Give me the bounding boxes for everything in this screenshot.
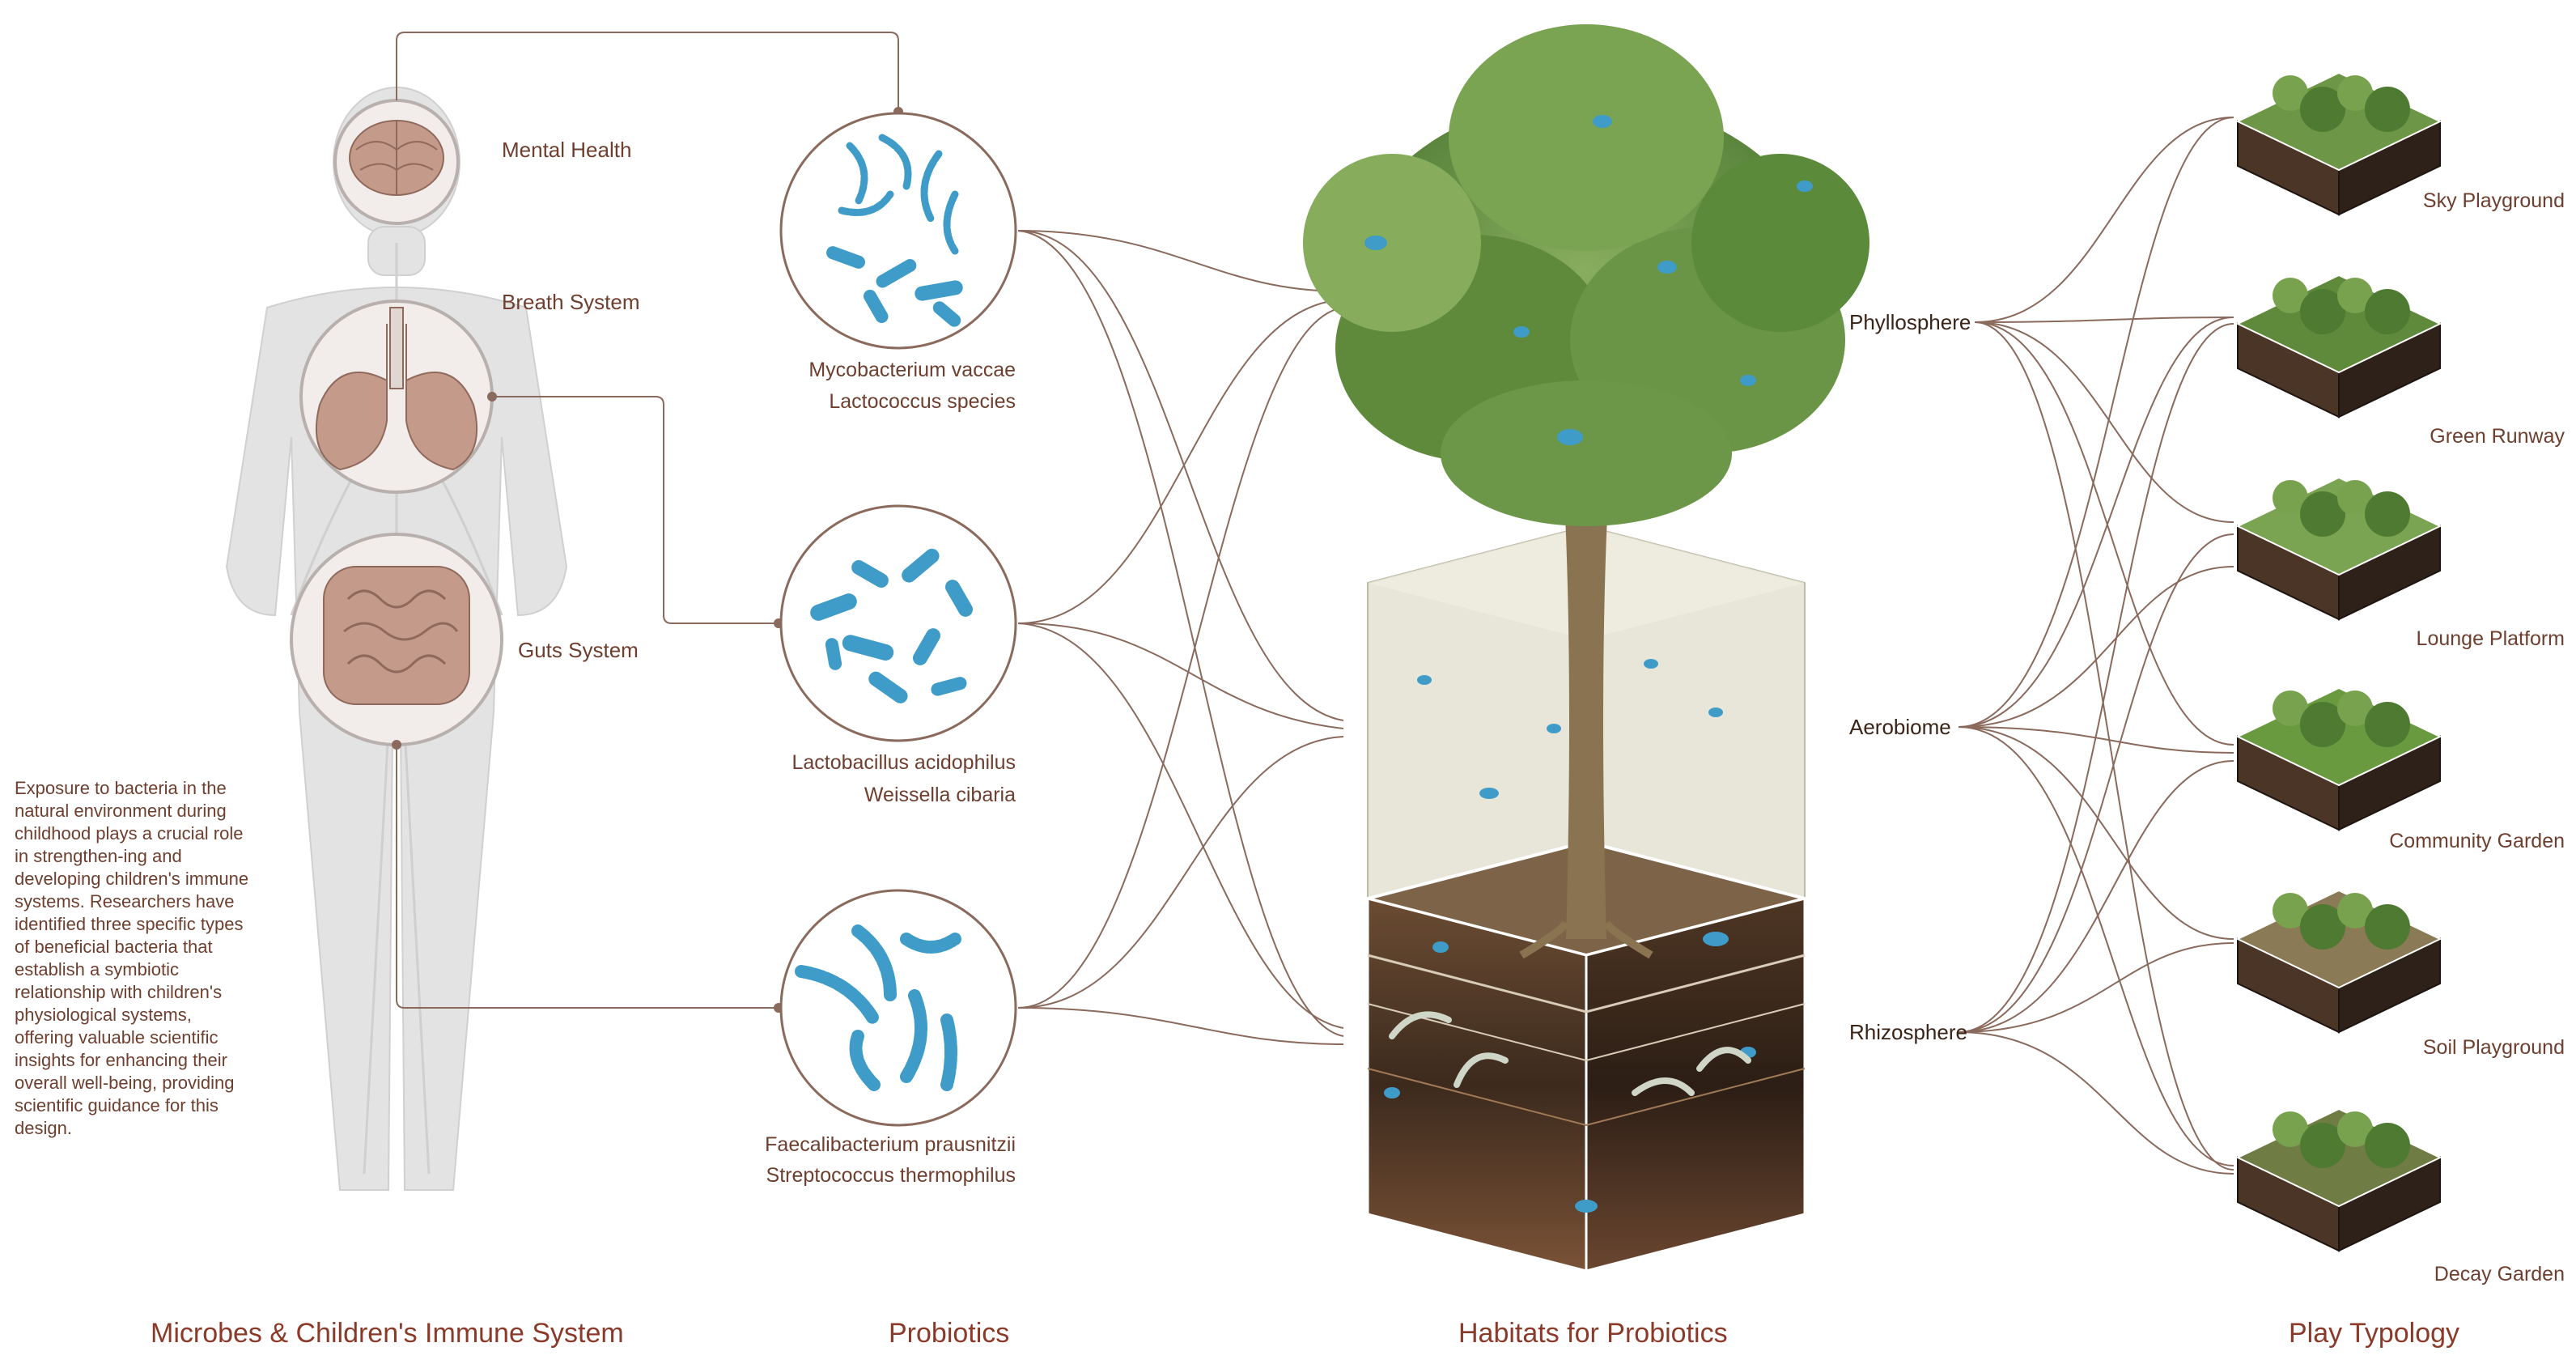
brain-icon (335, 100, 458, 223)
label-guts-system: Guts System (518, 638, 639, 663)
play-soil-playground: Soil Playground (2423, 1036, 2565, 1060)
soil-playground-block (2238, 890, 2440, 1032)
habitat-aerobiome: Aerobiome (1849, 715, 1951, 740)
label-mental-health: Mental Health (502, 138, 631, 163)
probiotic-3-name-1: Faecalibacterium prausnitzii (765, 1133, 1016, 1157)
tree-icon (2365, 289, 2410, 334)
tree-icon (2365, 904, 2410, 950)
lungs-icon (301, 301, 492, 492)
sky-playground-block (2238, 73, 2440, 215)
intestine-icon (291, 534, 502, 745)
probiotic-habitat-curves (1018, 231, 1343, 1044)
section-title-immune: Microbes & Children's Immune System (151, 1318, 624, 1349)
intro-paragraph: Exposure to bacteria in the natural envi… (15, 777, 249, 1140)
connector-dot (487, 392, 497, 402)
probiotic-2-name-1: Lactobacillus acidophilus (791, 751, 1016, 775)
play-lounge-platform: Lounge Platform (2417, 627, 2565, 651)
decay-garden-block (2238, 1109, 2440, 1251)
play-decay-garden: Decay Garden (2434, 1263, 2565, 1286)
probiotic-2-name-2: Weissella cibaria (864, 784, 1016, 807)
tree-icon (2365, 87, 2410, 132)
section-title-habitats: Habitats for Probiotics (1458, 1318, 1728, 1349)
section-title-probiotics: Probiotics (889, 1318, 1009, 1349)
streptococcus-icon (781, 890, 1016, 1125)
community-garden-block (2238, 688, 2440, 830)
play-community-garden: Community Garden (2389, 830, 2565, 853)
lounge-platform-block (2238, 478, 2440, 619)
rod-bacteria-icon (781, 506, 1016, 741)
probiotic-1-name-1: Mycobacterium vaccae (808, 359, 1016, 382)
habitat-play-curves (1959, 117, 2234, 1174)
tree-icon (2365, 702, 2410, 747)
play-sky-playground: Sky Playground (2423, 189, 2565, 213)
tree-icon (2365, 491, 2410, 537)
play-green-runway: Green Runway (2430, 425, 2565, 448)
connector-dot (392, 740, 401, 750)
label-breath-system: Breath System (502, 290, 640, 315)
habitat-phyllosphere: Phyllosphere (1849, 310, 1971, 335)
play-blocks (2238, 73, 2440, 1251)
section-title-play: Play Typology (2289, 1318, 2459, 1349)
habitat-rhizosphere: Rhizosphere (1849, 1020, 1967, 1045)
chain-bacteria-icon (781, 113, 1016, 348)
probiotic-3-name-2: Streptococcus thermophilus (766, 1164, 1016, 1188)
tree-icon (2365, 1123, 2410, 1168)
probiotic-1-name-2: Lactococcus species (829, 390, 1016, 414)
green-runway-block (2238, 275, 2440, 417)
